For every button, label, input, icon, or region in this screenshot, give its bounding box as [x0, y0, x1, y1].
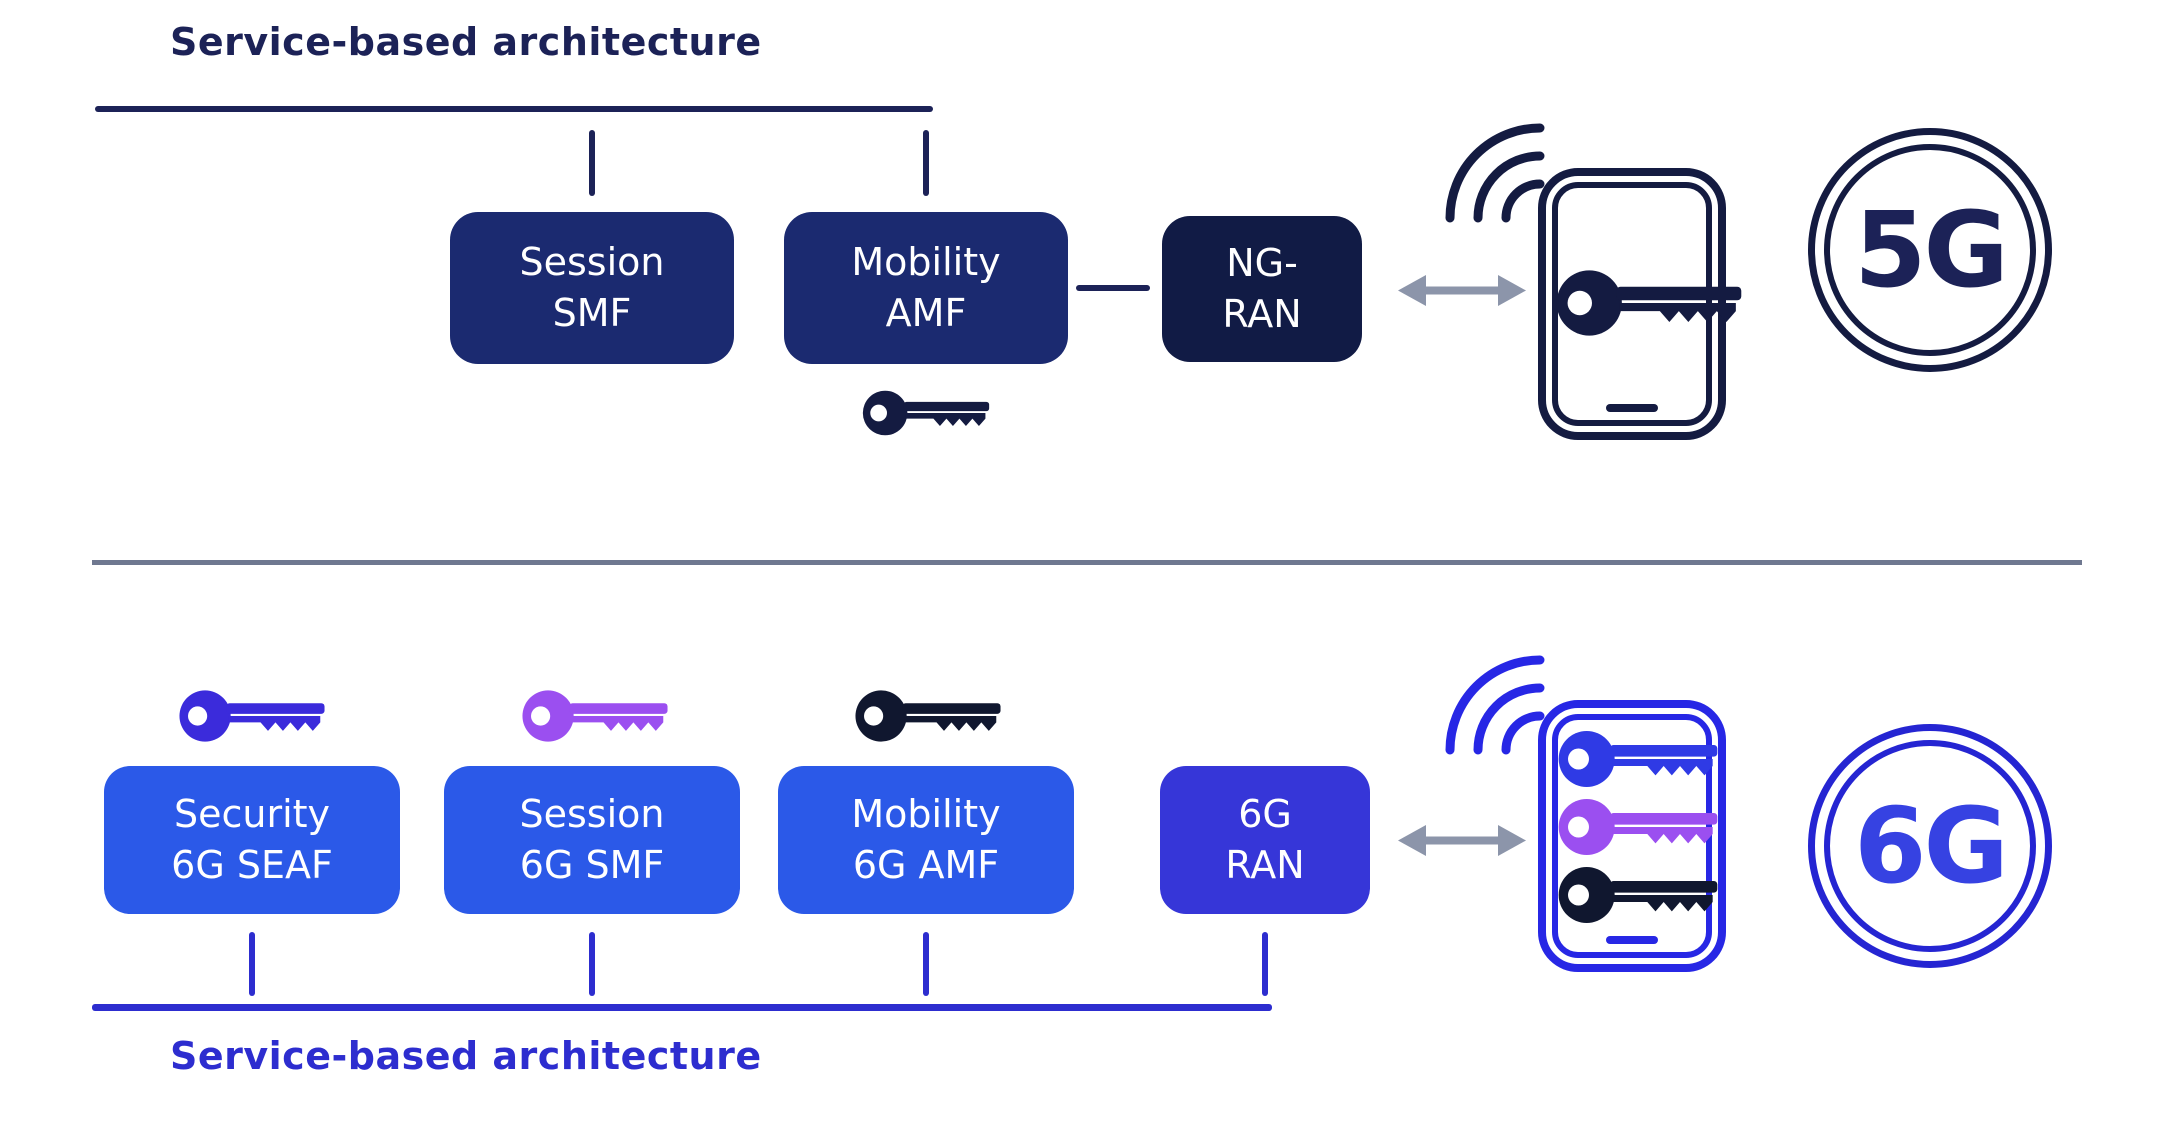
badge-5g: 5G	[1808, 128, 2052, 372]
key-icon-ue-blue	[1556, 724, 1720, 794]
key-icon-ue-5g	[1554, 262, 1744, 344]
node-mobility-6g-amf: Mobility 6G AMF	[778, 766, 1074, 914]
connector-amf-ngran	[1076, 285, 1150, 291]
double-headed-arrow-icon-5g	[1396, 268, 1528, 313]
node-security-line2: 6G SEAF	[171, 843, 333, 887]
node-ng-ran-line1: NG-	[1226, 241, 1298, 286]
sba-bracket-line-5g	[95, 106, 933, 112]
node-session-6g-line1: Session	[519, 792, 665, 837]
node-ng-ran: NG- RAN	[1162, 216, 1362, 362]
node-mobility-amf-line2: AMF	[885, 291, 967, 335]
sba-label-5g: Service-based architecture	[170, 20, 762, 64]
node-ng-ran-line2: RAN	[1222, 292, 1302, 336]
sba-tick-session-5g	[589, 130, 595, 196]
node-6g-ran-line2: RAN	[1225, 843, 1305, 887]
node-6g-ran-line1: 6G	[1238, 792, 1292, 837]
key-icon-ue-black	[1556, 860, 1720, 930]
node-session-smf-line1: Session	[519, 240, 665, 285]
key-icon-amf-6g	[853, 684, 1003, 748]
node-session-smf: Session SMF	[450, 212, 734, 364]
badge-5g-inner-ring: 5G	[1824, 144, 2036, 356]
key-icon-seaf	[177, 684, 327, 748]
badge-6g: 6G	[1808, 724, 2052, 968]
key-icon-ue-purple	[1556, 792, 1720, 862]
sba-tick-mobility-6g	[923, 932, 929, 996]
node-mobility-amf-line1: Mobility	[851, 240, 1001, 285]
sba-tick-ran-6g	[1262, 932, 1268, 996]
double-headed-arrow-icon-6g	[1396, 818, 1528, 863]
key-icon-amf	[861, 385, 991, 441]
key-icon-smf	[520, 684, 670, 748]
node-mobility-amf: Mobility AMF	[784, 212, 1068, 364]
sba-tick-security-6g	[249, 932, 255, 996]
sba-label-6g: Service-based architecture	[170, 1034, 762, 1078]
signal-waves-icon-5g	[1426, 104, 1546, 224]
smartphone-home-bar-6g	[1606, 936, 1658, 944]
node-session-6g-smf: Session 6G SMF	[444, 766, 740, 914]
sba-tick-session-6g	[589, 932, 595, 996]
node-security-6g-seaf: Security 6G SEAF	[104, 766, 400, 914]
sba-bracket-line-6g	[92, 1004, 1272, 1011]
node-session-smf-line2: SMF	[552, 291, 632, 335]
badge-5g-text: 5G	[1854, 189, 2009, 311]
smartphone-home-bar-5g	[1606, 404, 1658, 412]
badge-6g-text: 6G	[1854, 785, 2009, 907]
badge-6g-inner-ring: 6G	[1824, 740, 2036, 952]
signal-waves-icon-6g	[1426, 636, 1546, 756]
node-session-6g-line2: 6G SMF	[519, 843, 665, 887]
sba-tick-mobility-5g	[923, 130, 929, 196]
node-security-line1: Security	[173, 792, 331, 837]
section-divider	[92, 560, 2082, 565]
node-6g-ran: 6G RAN	[1160, 766, 1370, 914]
node-mobility-6g-line1: Mobility	[851, 792, 1001, 837]
node-mobility-6g-line2: 6G AMF	[852, 843, 1000, 887]
